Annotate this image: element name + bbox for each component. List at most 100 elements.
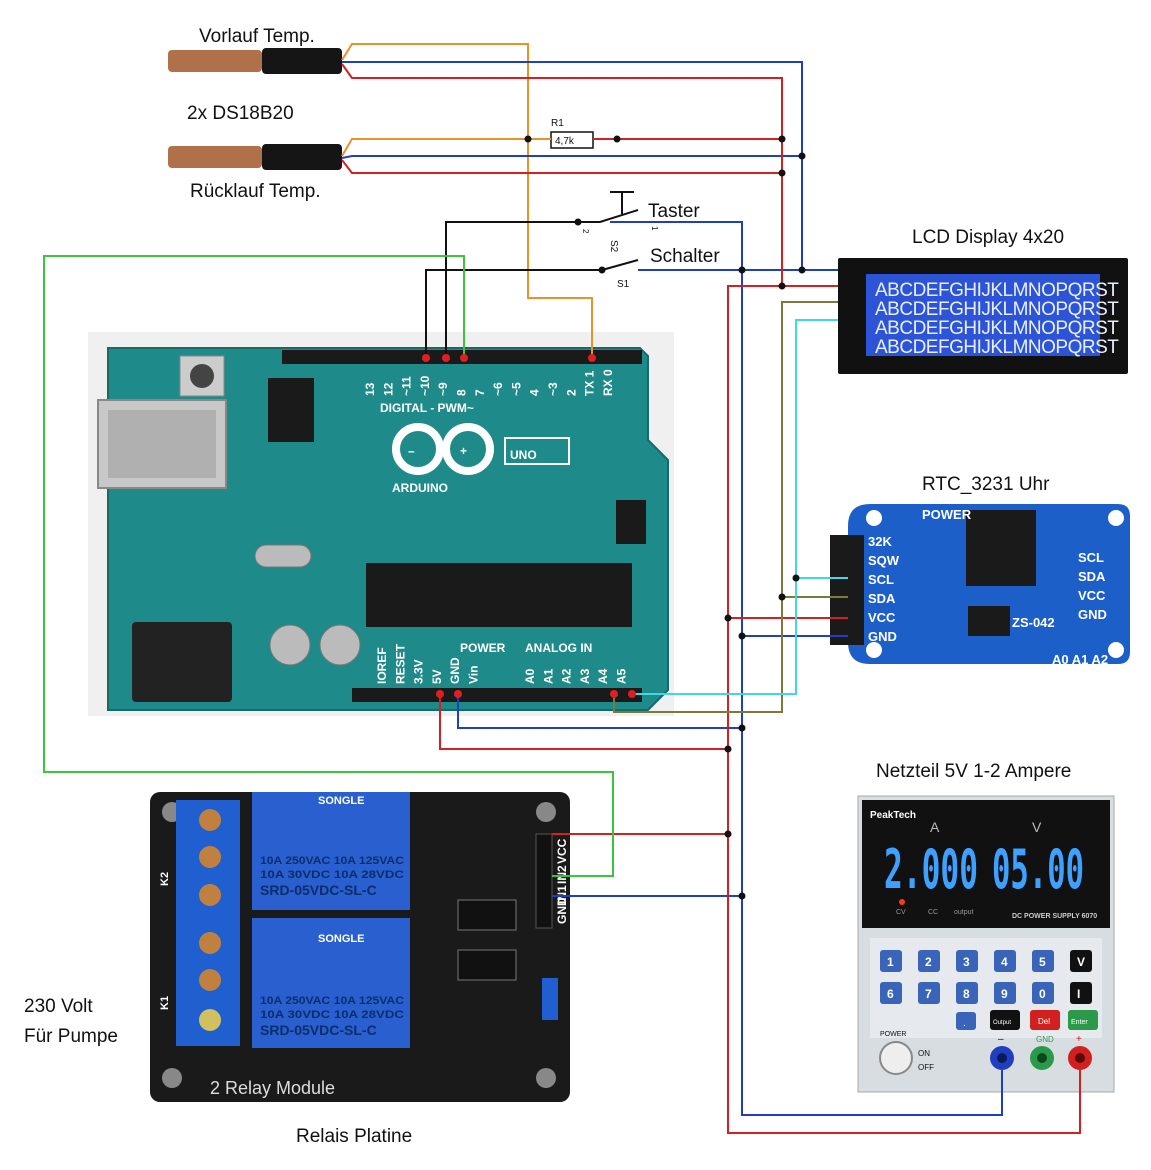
psu-amp-unit: A [930,819,940,835]
digital-pin-12: TX 1 [583,370,597,396]
svg-text:SRD-05VDC-SL-C: SRD-05VDC-SL-C [260,882,377,898]
psu-key-7[interactable] [918,982,940,1004]
svg-text:K1: K1 [159,996,171,1010]
psu-key-8[interactable] [956,982,978,1004]
psu-key-5[interactable] [1032,950,1054,972]
resistor-r1: R1 4,7k [550,118,594,149]
psu-key-label-4: 5 [1039,955,1046,969]
relay-title: Relais Platine [296,1126,412,1147]
dc-jack [132,622,232,702]
analog-pin-0: A0 [523,668,537,684]
analog-pin-2: A2 [560,668,574,684]
psu-cv-label: CV [896,909,906,916]
relay-pin-2: IN1 [555,885,569,904]
svg-text:SRD-05VDC-SL-C: SRD-05VDC-SL-C [260,1022,377,1038]
digital-pin-4: ~9 [436,382,450,396]
digital-pin-13: RX 0 [601,369,615,396]
psu-key-label-10: 0 [1039,987,1046,1001]
analog-pin-4: A4 [596,668,610,684]
psu-key-0[interactable] [1032,982,1054,1004]
svg-text:1: 1 [650,226,659,231]
relay-module-label: 2 Relay Module [210,1078,335,1098]
arduino-uno-board: – + ARDUINO UNO DIGITAL - PWM~ POWER ANA… [88,332,674,716]
digital-pin-3: ~10 [418,375,432,396]
rtc-left-pin-0: 32K [868,534,892,549]
psu-key-del[interactable] [1030,1010,1060,1030]
lcd-line-1: ABCDEFGHIJKLMNOPQRST [875,280,1119,301]
svg-text:2: 2 [581,229,590,234]
svg-text:10A 250VAC 10A 125VAC: 10A 250VAC 10A 125VAC [260,995,404,1007]
psu-key-V[interactable] [1070,950,1092,972]
svg-text:–: – [998,1034,1004,1045]
schalter-label: Schalter [650,246,720,267]
psu-voltage-readout: 05.00 [992,838,1084,901]
psu-model: DC POWER SUPPLY 6070 [1012,913,1097,920]
svg-text:Enter: Enter [1071,1019,1088,1026]
junctions [422,135,806,900]
psu-key-2[interactable] [918,950,940,972]
digital-pin-10: ~3 [546,382,560,396]
arduino-model: UNO [510,448,537,462]
psu-brand: PeakTech [870,810,916,821]
psu-key-output[interactable] [990,1010,1020,1030]
psu-key-dot[interactable] [956,1012,976,1030]
vorlauf-label: Vorlauf Temp. [199,26,315,47]
pump-label-line1: 230 Volt [24,996,93,1017]
psu-key-label-1: 2 [925,955,932,969]
power-pin-2: 3.3V [412,659,426,684]
psu-key-label-6: 6 [887,987,894,1001]
ruecklauf-label: Rücklauf Temp. [190,181,321,202]
power-label: POWER [460,641,506,655]
rtc-left-pin-1: SQW [868,553,900,568]
digital-pin-11: 2 [564,389,578,396]
psu-power-button[interactable] [879,1041,913,1075]
r1-name: R1 [551,118,564,129]
rtc-power-label: POWER [922,507,972,522]
svg-text:SONGLE: SONGLE [318,933,364,945]
relay-pin-1: IN2 [555,865,569,884]
digital-pin-0: 13 [363,382,377,396]
psu-key-6[interactable] [880,982,902,1004]
power-pin-3: 5V [430,669,444,684]
analog-pin-3: A3 [578,668,592,684]
psu-key-label-9: 9 [1001,987,1008,1001]
lcd-display: ABCDEFGHIJKLMNOPQRST ABCDEFGHIJKLMNOPQRS… [838,258,1128,374]
psu-key-1[interactable] [880,950,902,972]
psu-on-label: ON [918,1049,930,1058]
relay-k2 [252,792,410,910]
psu-key-label-0: 1 [887,955,894,969]
svg-text:SONGLE: SONGLE [318,795,364,807]
psu-key-I[interactable] [1070,982,1092,1004]
psu-key-label-7: 7 [925,987,932,1001]
digital-label: DIGITAL - PWM~ [380,401,474,415]
analog-pin-1: A1 [541,668,555,684]
psu-gnd-label: GND [1036,1035,1054,1044]
sensor-ruecklauf [168,144,342,170]
psu-key-4[interactable] [994,950,1016,972]
psu-key-9[interactable] [994,982,1016,1004]
s1-label: S1 [617,279,630,290]
rtc-address-label: A0 A1 A2 [1052,652,1108,667]
psu-key-enter[interactable] [1068,1010,1098,1030]
digital-pin-9: 4 [528,389,542,396]
rtc-module: POWER ZS-042 A0 A1 A2 32KSQWSCLSDAVCCGND… [830,504,1130,667]
digital-pin-6: 7 [473,389,487,396]
rtc-left-pin-3: SDA [868,591,896,606]
power-pin-1: RESET [393,643,407,684]
psu-key-3[interactable] [956,950,978,972]
svg-text:+: + [460,444,467,458]
atmega-chip [366,563,632,627]
switch-s2-taster: S2 2 1 [578,191,659,253]
psu-title: Netzteil 5V 1-2 Ampere [876,761,1071,782]
analog-pin-5: A5 [615,668,629,684]
psu-cc-label: CC [928,909,938,916]
digital-pin-2: ~11 [400,376,414,396]
jd-vcc-jumper [542,978,558,1020]
rtc-left-pin-2: SCL [868,572,894,587]
